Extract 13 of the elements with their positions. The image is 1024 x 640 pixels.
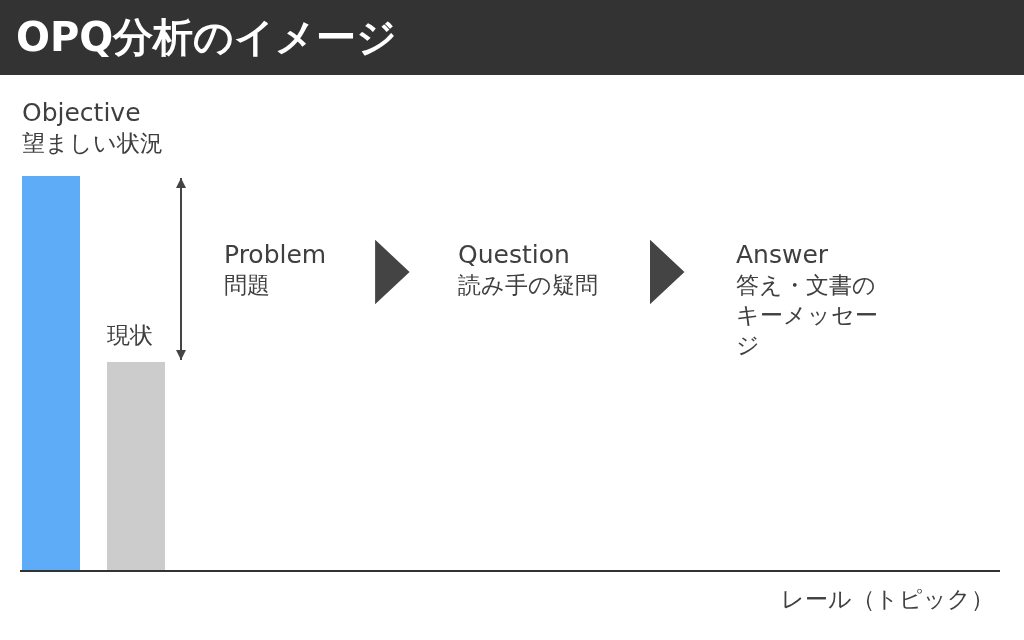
step-description: 答え・文書のキーメッセージ: [736, 271, 879, 360]
chevron-arrow: [650, 239, 685, 305]
step-heading: Answer: [736, 240, 829, 270]
bar-label: 現状: [107, 321, 153, 350]
bar-label: 望ましい状況: [22, 129, 163, 158]
step-heading: Problem: [224, 240, 327, 270]
step-heading: Question: [458, 240, 570, 270]
bar-heading: Objective: [22, 98, 141, 128]
step-description: 問題: [224, 271, 270, 300]
title-banner: OPQ分析のイメージ: [0, 0, 1024, 75]
axis-label: レール（トピック）: [781, 585, 994, 614]
step-description: 読み手の疑問: [458, 271, 598, 300]
chevron-arrow: [375, 239, 410, 305]
